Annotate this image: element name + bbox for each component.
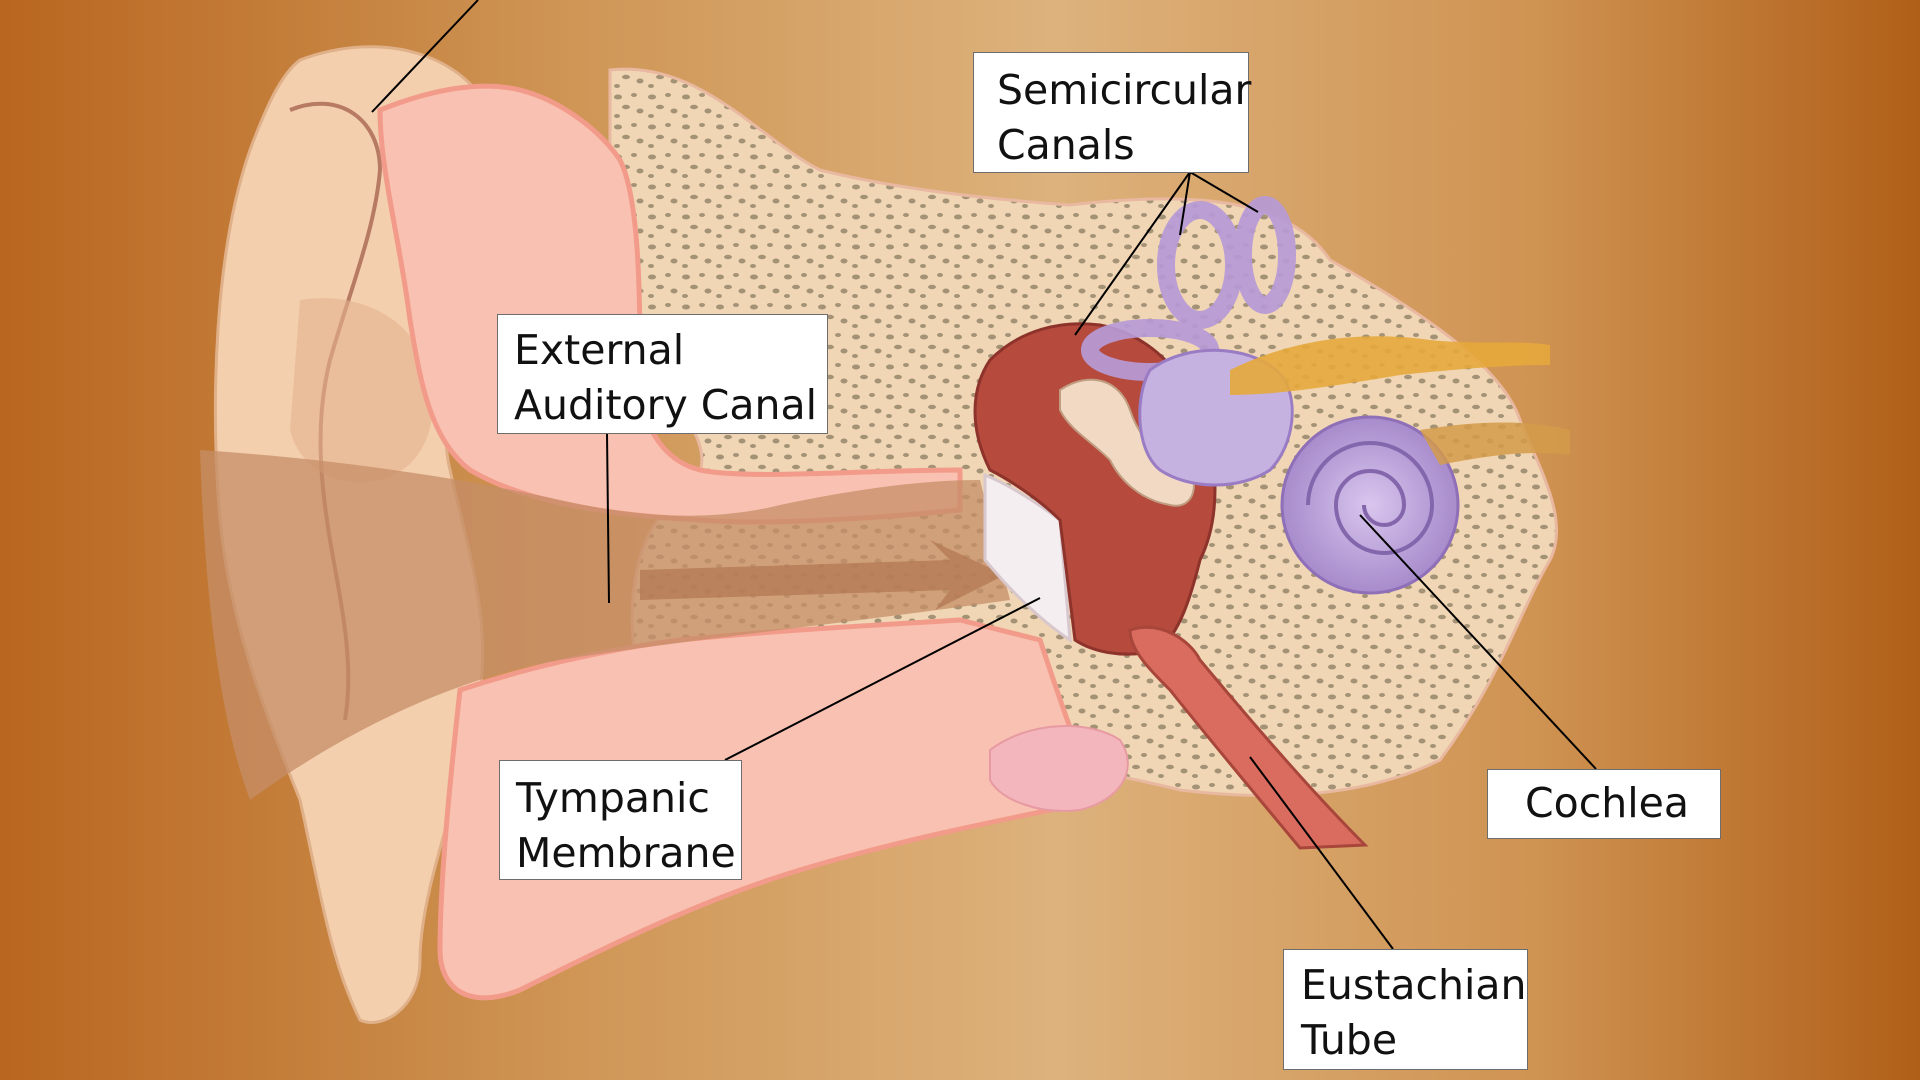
label-line: Membrane <box>516 829 736 877</box>
external-auditory-canal <box>200 450 1010 800</box>
leader-scc-3 <box>1189 171 1259 213</box>
tympanic-membrane-label: Tympanic Membrane <box>499 760 742 880</box>
leader-cochlea <box>1359 514 1597 770</box>
cochlea-shape <box>1280 415 1460 595</box>
label-line: Auditory Canal <box>514 381 818 429</box>
label-line: External <box>514 326 685 374</box>
cochlear-nerve <box>1420 422 1570 465</box>
leader-scc-2 <box>1179 171 1191 236</box>
leader-top-left <box>371 0 479 113</box>
eustachian-tube-label: Eustachian Tube <box>1283 949 1528 1070</box>
ossicles <box>1059 378 1195 507</box>
semicircular-canals-label: Semicircular Canals <box>973 52 1252 173</box>
label-line: Eustachian <box>1301 961 1527 1009</box>
label-line: Tympanic <box>516 774 710 822</box>
leader-tm <box>724 597 1041 761</box>
leader-scc-1 <box>1074 171 1191 336</box>
label-line: Tube <box>1301 1016 1398 1064</box>
label-line: Semicircular <box>997 66 1252 114</box>
leader-lines <box>371 0 1597 950</box>
leader-eac <box>606 433 610 604</box>
tympanic-membrane-shape <box>983 472 1072 643</box>
vestibular-nerve <box>1230 336 1550 395</box>
external-auditory-canal-label: External Auditory Canal <box>497 314 828 434</box>
lower-bone-pocket <box>989 725 1129 812</box>
label-line: Cochlea <box>1525 779 1689 827</box>
label-line: Canals <box>997 121 1135 169</box>
canal-arrow <box>640 540 1005 610</box>
cochlea-label: Cochlea <box>1487 769 1721 839</box>
leader-et <box>1249 756 1394 950</box>
eustachian-tube-shape <box>1128 625 1369 850</box>
concha <box>290 298 433 483</box>
